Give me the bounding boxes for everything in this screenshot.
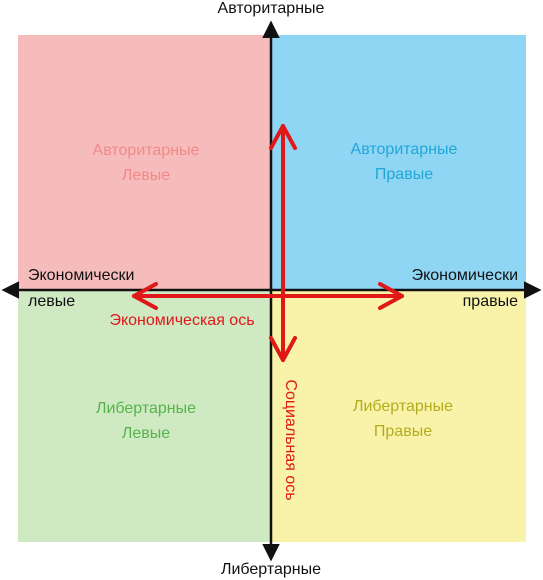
social-axis-arrow [269, 124, 297, 362]
axis-label-right-line1: Экономически [412, 267, 518, 284]
economic-axis-arrow [132, 282, 404, 310]
quadrant-libertarian-left [18, 290, 271, 542]
quadrant-label-auth-left-line1: Авторитарные [93, 142, 200, 159]
axis-label-left-line2: левые [28, 293, 75, 310]
quadrant-label-auth-right-line2: Правые [375, 166, 433, 183]
axis-label-left-line1: Экономически [28, 267, 134, 284]
quadrant-libertarian-right [271, 290, 526, 542]
quadrant-authoritarian-left [18, 35, 271, 290]
quadrant-label-lib-right-line2: Правые [374, 423, 432, 440]
quadrant-label-lib-left-line2: Левые [122, 425, 170, 442]
quadrant-label-lib-right-line1: Либертарные [353, 398, 453, 415]
quadrant-label-auth-left-line2: Левые [122, 167, 170, 184]
economic-axis-label: Экономическая ось [109, 312, 254, 329]
quadrant-authoritarian-right [271, 35, 526, 290]
quadrant-label-lib-left-line1: Либертарные [96, 400, 196, 417]
axis-label-right-line2: правые [463, 293, 518, 310]
quadrant-label-auth-right-line1: Авторитарные [351, 141, 458, 158]
axis-label-top: Авторитарные [218, 0, 325, 17]
social-axis-label: Социальная ось [282, 379, 299, 500]
axis-label-bottom: Либертарные [221, 561, 321, 578]
